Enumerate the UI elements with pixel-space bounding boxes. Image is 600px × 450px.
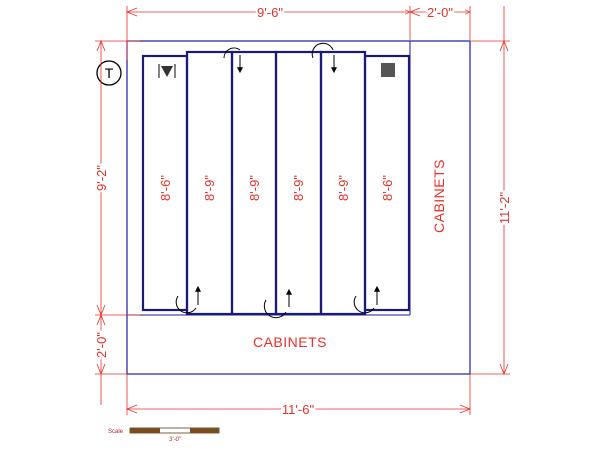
- dim-left-bottom: 2'-0": [94, 332, 109, 358]
- row-3-length: 8'-9": [247, 175, 262, 201]
- row-6: [363, 54, 411, 312]
- triangle-marker-icon: [158, 64, 176, 78]
- swing-arrow-icon: [175, 285, 201, 314]
- dim-top-width: 9'-6": [257, 5, 283, 20]
- dim-left-height: 9'-2": [94, 165, 109, 191]
- swing-arrow-icon: [263, 288, 292, 319]
- dim-right-height: 11'-2": [497, 192, 512, 225]
- cabinets-right-label: CABINETS: [431, 159, 447, 233]
- row-2-length: 8'-9": [202, 175, 217, 201]
- row-6-length: 8'-6": [380, 175, 395, 201]
- row-5-length: 8'-9": [336, 175, 351, 201]
- scale-label: Scale: [108, 429, 124, 435]
- t-marker-label: T: [105, 65, 114, 81]
- swing-arrow-icon: [311, 42, 337, 74]
- dim-bottom-width: 11'-6": [282, 402, 315, 417]
- scale-value: 3'-0": [169, 437, 182, 443]
- room-outline: [126, 40, 471, 375]
- row-1-length: 8'-6": [158, 175, 173, 201]
- swing-arrow-icon: [353, 285, 380, 314]
- scale-bar: Scale 3'-0": [108, 427, 220, 443]
- square-marker-icon: [381, 63, 395, 77]
- cabinets-bottom-label: CABINETS: [253, 334, 327, 350]
- row-4-length: 8'-9": [291, 175, 306, 201]
- swing-arrow-icon: [223, 47, 243, 74]
- shelving-rows: [141, 50, 411, 316]
- t-marker-icon: [96, 60, 122, 86]
- dim-top-side: 2'-0": [427, 5, 453, 20]
